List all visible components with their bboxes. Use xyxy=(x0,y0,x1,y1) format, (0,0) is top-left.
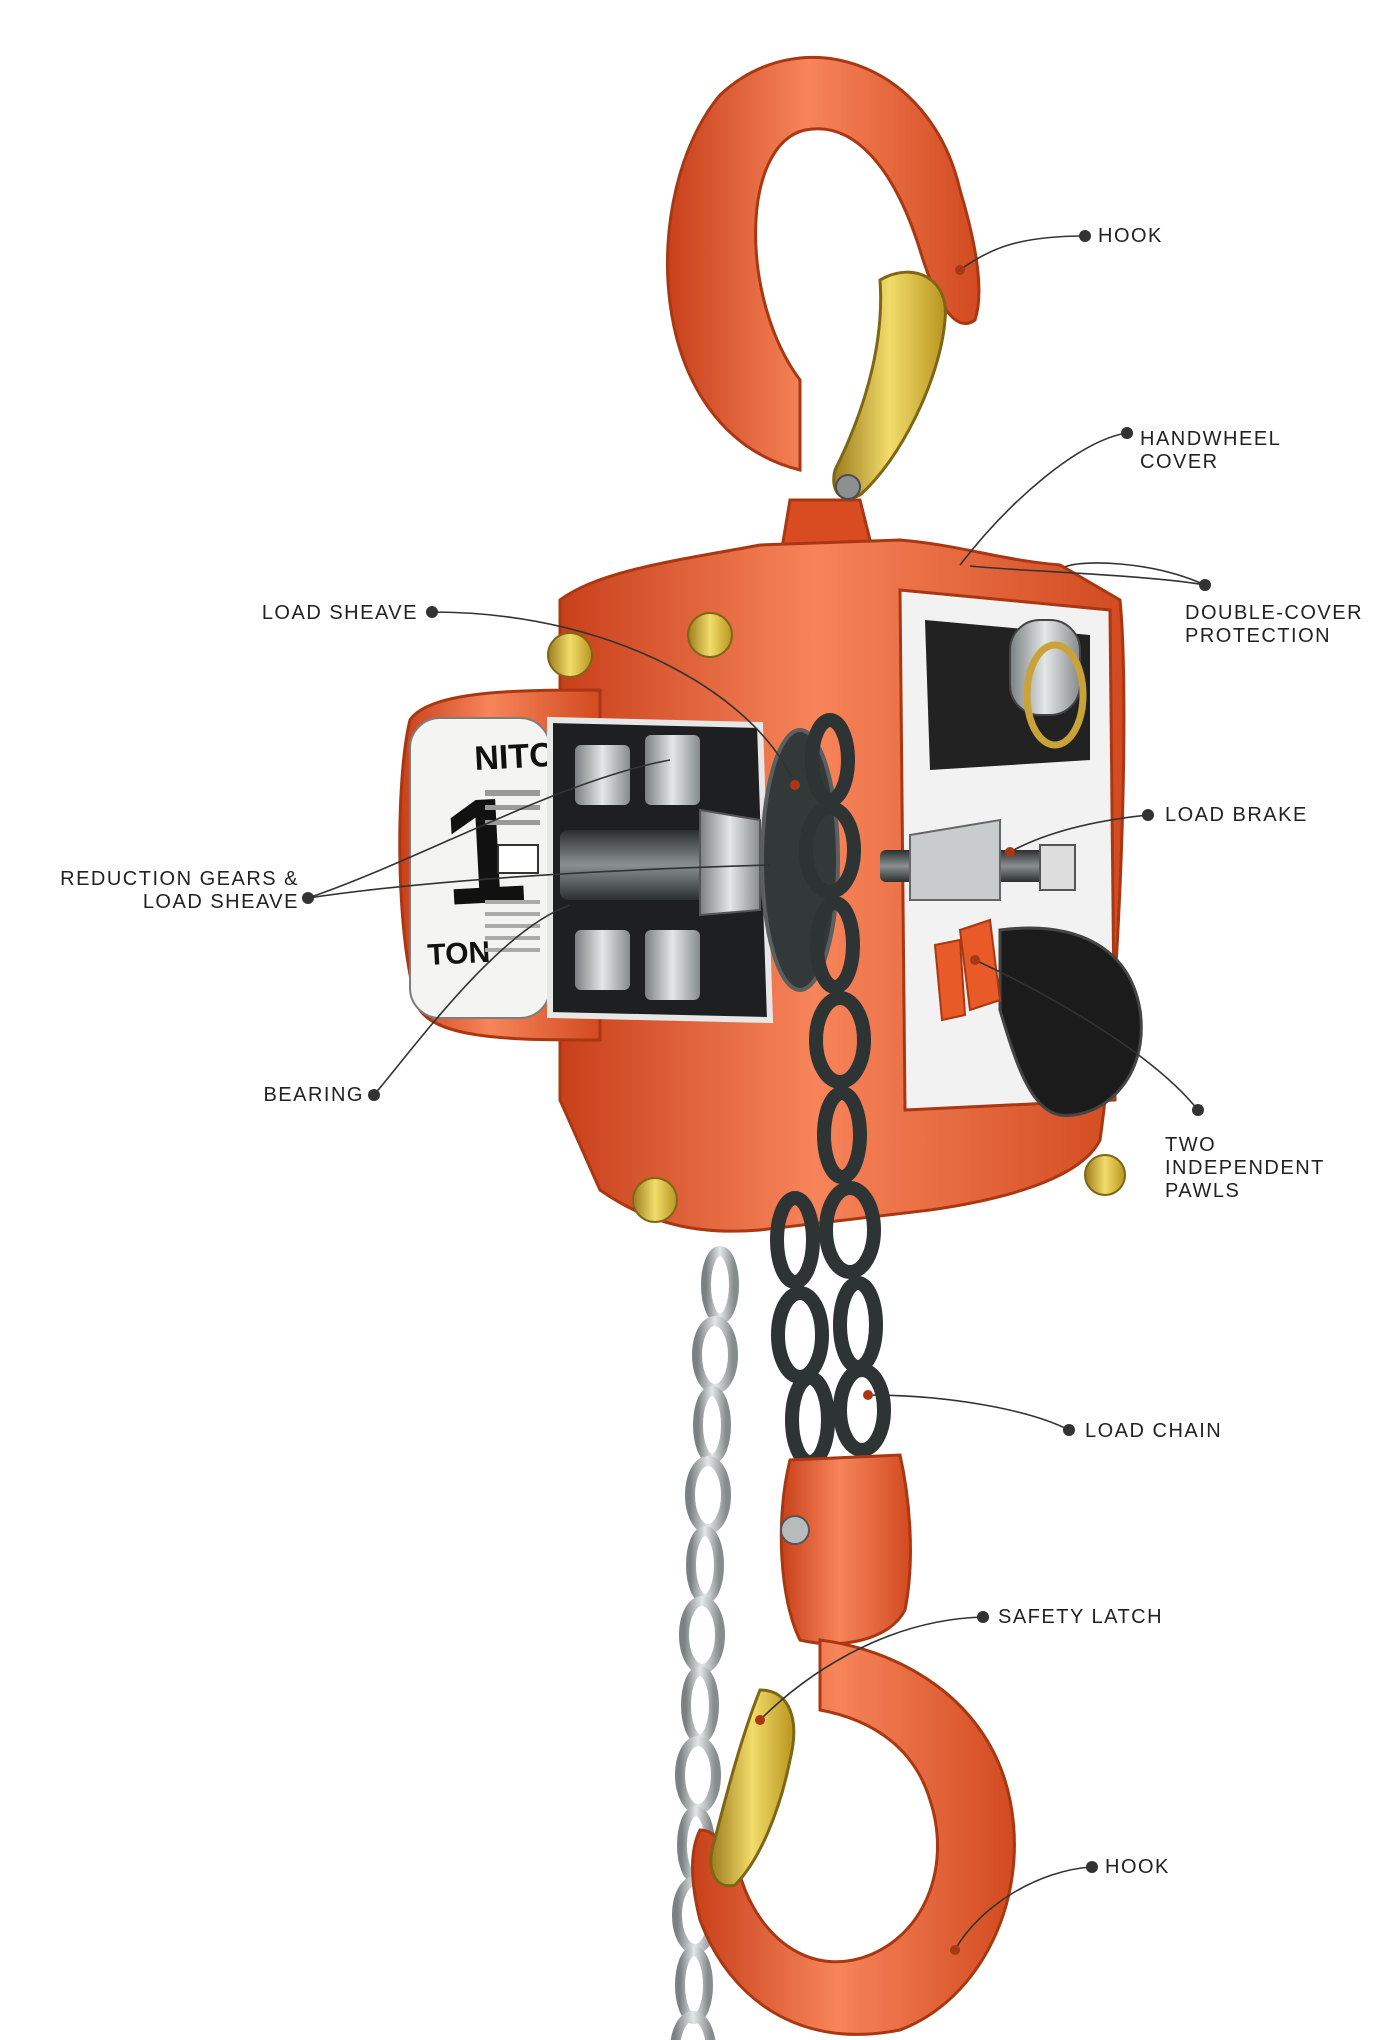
leader-reduction-1 xyxy=(307,759,671,899)
leader-load-brake xyxy=(1009,814,1149,853)
leader-dots xyxy=(302,230,1211,1955)
label-reduction-gears-load-sheave: REDUCTION GEARS & LOAD SHEAVE xyxy=(60,868,299,913)
pawls xyxy=(933,918,1002,1022)
load-brake xyxy=(880,818,1076,901)
leader-load-chain xyxy=(867,1394,1070,1431)
nameplate-brand: NITC xyxy=(473,736,554,778)
leader-lines xyxy=(307,235,1206,1951)
label-load-chain: LOAD CHAIN xyxy=(1085,1420,1223,1442)
bottom-hook xyxy=(691,1453,1016,2036)
label-safety-latch: SAFETY LATCH xyxy=(998,1606,1164,1628)
load-chain xyxy=(770,713,891,1469)
label-bearing: BEARING xyxy=(263,1084,364,1106)
leader-double-cover-1 xyxy=(1064,562,1206,586)
hand-chain xyxy=(670,1246,739,2040)
label-handwheel-cover: HANDWHEEL COVER xyxy=(1140,428,1282,473)
leader-load-sheave xyxy=(431,611,796,786)
label-load-sheave: LOAD SHEAVE xyxy=(261,602,418,624)
top-hook xyxy=(665,55,981,562)
leader-reduction-2 xyxy=(307,864,771,899)
leader-hook-top xyxy=(959,235,1086,271)
top-safety-latch xyxy=(832,270,947,500)
leader-double-cover-2 xyxy=(969,565,1206,586)
leader-bearing xyxy=(373,904,571,1096)
label-two-independent-pawls: TWO INDEPENDENT PAWLS xyxy=(1165,1134,1325,1202)
bottom-safety-latch xyxy=(709,1688,796,1888)
leader-safety-latch xyxy=(759,1616,984,1721)
leader-pawls xyxy=(974,959,1199,1111)
reduction-gears xyxy=(560,735,770,1000)
label-hook-bottom: HOOK xyxy=(1105,1856,1170,1878)
hoist-body: 1 TON NITC xyxy=(398,538,1143,1233)
leader-hook-bottom xyxy=(954,1866,1093,1951)
label-double-cover-protection: DOUBLE-COVER PROTECTION xyxy=(1185,602,1364,647)
leader-handwheel-cover xyxy=(959,432,1128,566)
nameplate-capacity-unit: TON xyxy=(427,936,491,972)
handwheel xyxy=(998,926,1143,1117)
label-hook-top: HOOK xyxy=(1098,225,1163,247)
label-load-brake: LOAD BRAKE xyxy=(1165,804,1308,826)
